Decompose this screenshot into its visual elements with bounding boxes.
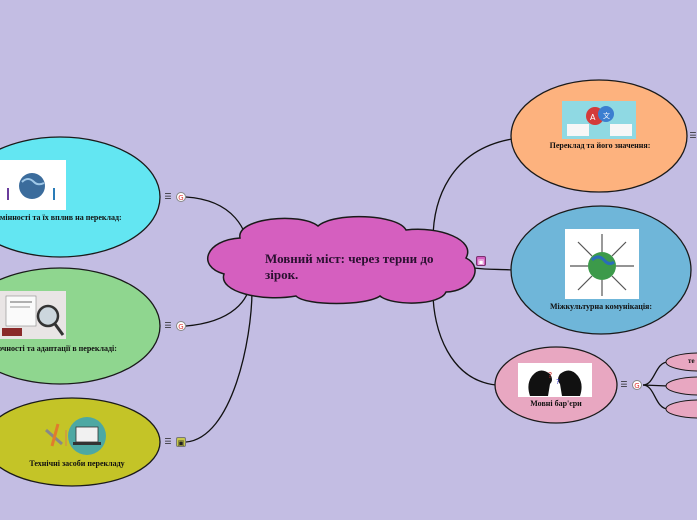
- svg-text:?: ?: [548, 371, 552, 380]
- connector-tools: [185, 289, 253, 443]
- heads-speech-icon: ? ?: [518, 363, 592, 397]
- menu-icon[interactable]: ☰: [164, 437, 172, 446]
- magnifier-document-icon: [0, 291, 66, 339]
- subtopic-1-label: те: [688, 357, 695, 365]
- connector-sub-1: [642, 361, 669, 386]
- menu-icon[interactable]: ☰: [164, 192, 172, 201]
- topic-barriers-label: Мовні бар'єри: [530, 399, 582, 408]
- connector-barriers: [432, 291, 497, 386]
- topic-cultural-label: Відмінності та їх вплив на переклад:: [0, 213, 122, 222]
- world-people-icon: [565, 229, 639, 299]
- google-icon[interactable]: G: [632, 380, 642, 390]
- globe-people-icon: [0, 160, 66, 210]
- google-icon[interactable]: G: [176, 192, 186, 202]
- central-topic-cloud[interactable]: [207, 215, 476, 305]
- menu-icon[interactable]: ☰: [164, 321, 172, 330]
- subtopic-3-pill[interactable]: [665, 399, 697, 419]
- subtopic-1-pill[interactable]: [665, 352, 697, 372]
- note-icon[interactable]: ▣: [476, 256, 486, 266]
- connector-sub-3: [642, 384, 669, 410]
- topic-accuracy-label: Точності та адаптації в перекладі:: [0, 344, 117, 353]
- svg-text:?: ?: [556, 378, 560, 386]
- topic-translation-label: Переклад та його значення:: [549, 141, 651, 150]
- central-topic-title: Мовний міст: через терни до зірок.: [265, 251, 434, 282]
- computer-tools-icon: [45, 417, 106, 455]
- note-icon[interactable]: ▣: [176, 437, 186, 447]
- translate-icon: A 文: [562, 101, 636, 139]
- topic-tools-label: Технічні засоби перекладу: [29, 459, 125, 468]
- menu-icon[interactable]: ☰: [689, 131, 697, 140]
- google-icon[interactable]: G: [176, 321, 186, 331]
- connector-translation: [432, 138, 513, 241]
- svg-text:A: A: [590, 113, 596, 122]
- connector-intercultural: [473, 267, 513, 271]
- connector-sub-2: [642, 384, 669, 387]
- svg-text:文: 文: [603, 111, 610, 120]
- subtopic-2-pill[interactable]: [665, 376, 697, 396]
- topic-intercultural-label: Міжкультурна комунікація:: [549, 302, 653, 311]
- menu-icon[interactable]: ☰: [620, 380, 628, 389]
